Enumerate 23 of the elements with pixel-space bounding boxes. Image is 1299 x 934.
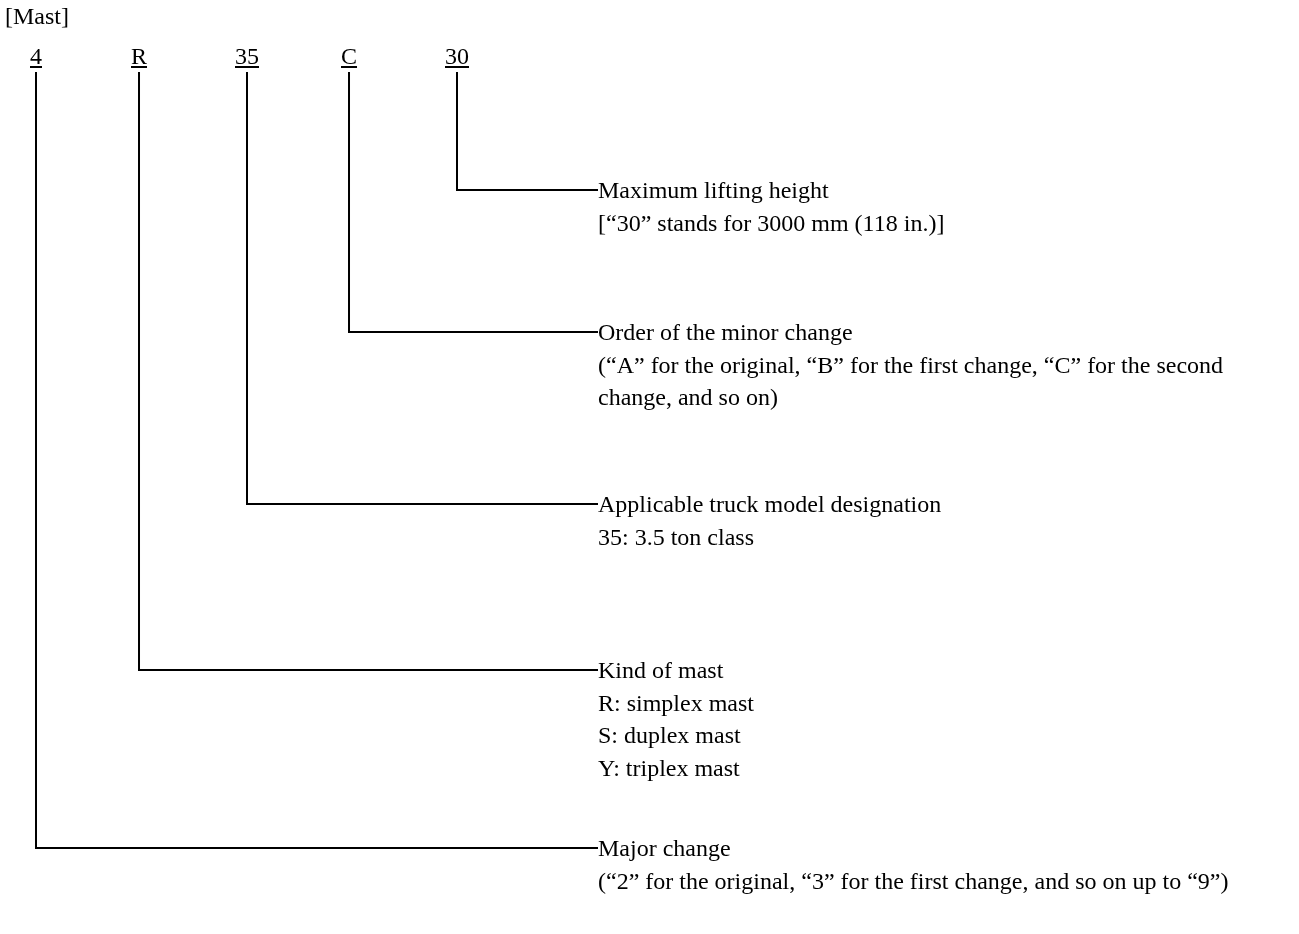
description-text: Y: triplex mast [598, 753, 741, 783]
description-heading: Order of the minor change [598, 318, 854, 347]
code-character: 30 [445, 40, 469, 72]
code-character: 4 [30, 40, 42, 72]
leader-line [138, 71, 599, 671]
leader-line [246, 71, 599, 505]
leader-line [456, 71, 599, 191]
title: [Mast] [5, 2, 69, 31]
description-heading: Maximum lifting height [598, 176, 830, 205]
code-character: C [341, 40, 357, 72]
description-heading: Applicable truck model designation [598, 490, 943, 519]
leader-line [35, 71, 599, 849]
code-character: 35 [235, 40, 259, 72]
description-text: R: simplex mast [598, 688, 755, 718]
description-heading: Major change [598, 834, 732, 863]
description-text: (“A” for the original, “B” for the first change, “C” for the second change, and so on) [598, 350, 1225, 412]
description-text: (“2” for the original, “3” for the first change, and so on up to “9”) [598, 866, 1230, 896]
code-character: R [131, 40, 147, 72]
description-text: S: duplex mast [598, 721, 742, 750]
description-text: 35: 3.5 ton class [598, 522, 755, 552]
description-text: [“30” stands for 3000 mm (118 in.)] [598, 208, 946, 238]
description-heading: Kind of mast [598, 656, 725, 685]
leader-line [348, 71, 599, 333]
